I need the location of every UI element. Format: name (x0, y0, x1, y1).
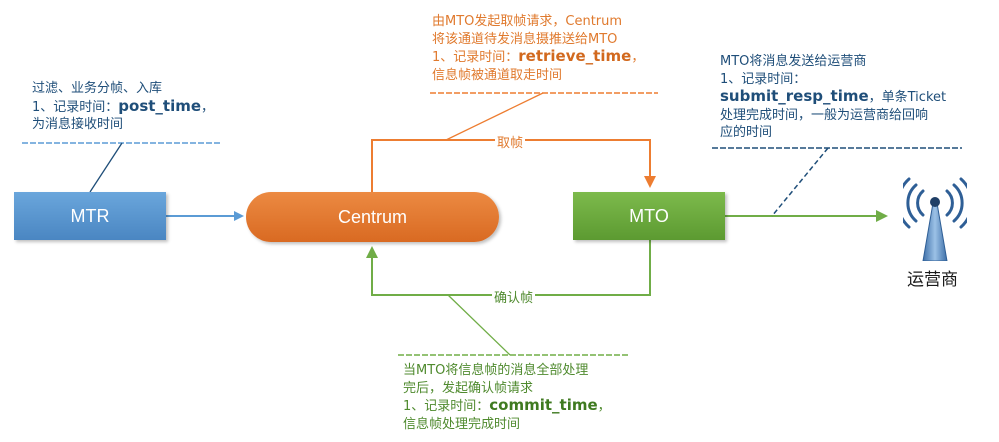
callout-submit-leader (771, 147, 829, 217)
submit-note-line2: 1、记录时间： (720, 71, 807, 87)
confirm-frame-label: 确认帧 (492, 287, 536, 306)
retrieve-time-field: retrieve_time (518, 47, 632, 65)
post-note-line3: 为消息接收时间 (32, 117, 124, 132)
centrum-node: Centrum (246, 192, 499, 242)
commit-note-line3: 1、记录时间：commit_time， (403, 396, 611, 416)
post-time-note: 过滤、业务分帧、入库 1、记录时间：post_time， 为消息接收时间 (32, 80, 214, 134)
retrieve-note-suffix: ， (631, 50, 645, 65)
post-time-field: post_time (118, 96, 202, 115)
retrieve-note-line3: 1、记录时间：retrieve_time， (432, 47, 645, 67)
post-note-prefix: 1、记录时间： (32, 99, 119, 115)
retrieve-frame-label: 取帧 (495, 132, 526, 151)
centrum-label: Centrum (337, 206, 408, 227)
commit-note-line2: 完后，发起确认帧请求 (403, 380, 534, 396)
submit-note-line3: submit_resp_time，单条Ticket (720, 87, 947, 107)
arrow-confirm-head (366, 246, 378, 258)
carrier-label: 运营商 (907, 270, 958, 290)
submit-note-line5: 应的时间 (720, 125, 773, 140)
retrieve-note-prefix: 1、记录时间： (432, 50, 519, 65)
arrow-retrieve-head (644, 176, 656, 188)
radio-tower-icon (903, 177, 967, 261)
commit-note-line1: 当MTO将信息帧的消息全部处理 (403, 363, 589, 378)
submit-note-suffix: ，单条Ticket (868, 90, 947, 105)
commit-note-suffix: ， (597, 399, 611, 414)
retrieve-note-line2: 将该通道待发消息摄推送给MTO (432, 31, 618, 47)
submit-note-line1: MTO将消息发送给运营商 (720, 54, 867, 69)
arrow-mto-to-carrier-head (876, 210, 888, 222)
submit-note-line4: 处理完成时间，一般为运营商给回响 (720, 107, 929, 123)
submit-resp-time-note: MTO将消息发送给运营商 1、记录时间： submit_resp_time，单条… (720, 53, 946, 142)
callout-post-leader (89, 142, 123, 193)
retrieve-note-line4: 信息帧被通道取走时间 (432, 67, 563, 83)
retrieve-time-note: 由MTO发起取帧请求，Centrum 将该通道待发消息摄推送给MTO 1、记录时… (432, 13, 644, 84)
mto-node: MTO (573, 192, 725, 240)
commit-note-line4: 信息帧处理完成时间 (403, 416, 521, 432)
commit-time-field: commit_time (489, 396, 598, 414)
callout-retrieve-leader (445, 92, 544, 141)
commit-time-note: 当MTO将信息帧的消息全部处理 完后，发起确认帧请求 1、记录时间：commit… (403, 362, 611, 433)
callout-commit-leader (447, 294, 511, 356)
mtr-node: MTR (14, 192, 166, 240)
post-note-line2: 1、记录时间：post_time， (32, 96, 215, 117)
post-note-line1: 过滤、业务分帧、入库 (32, 81, 163, 96)
post-note-suffix: ， (201, 99, 215, 115)
mto-label: MTO (629, 205, 669, 226)
submit-resp-time-field: submit_resp_time (720, 87, 869, 105)
mtr-label: MTR (70, 205, 110, 226)
retrieve-note-line1: 由MTO发起取帧请求，Centrum (432, 14, 623, 29)
commit-note-prefix: 1、记录时间： (403, 399, 490, 414)
